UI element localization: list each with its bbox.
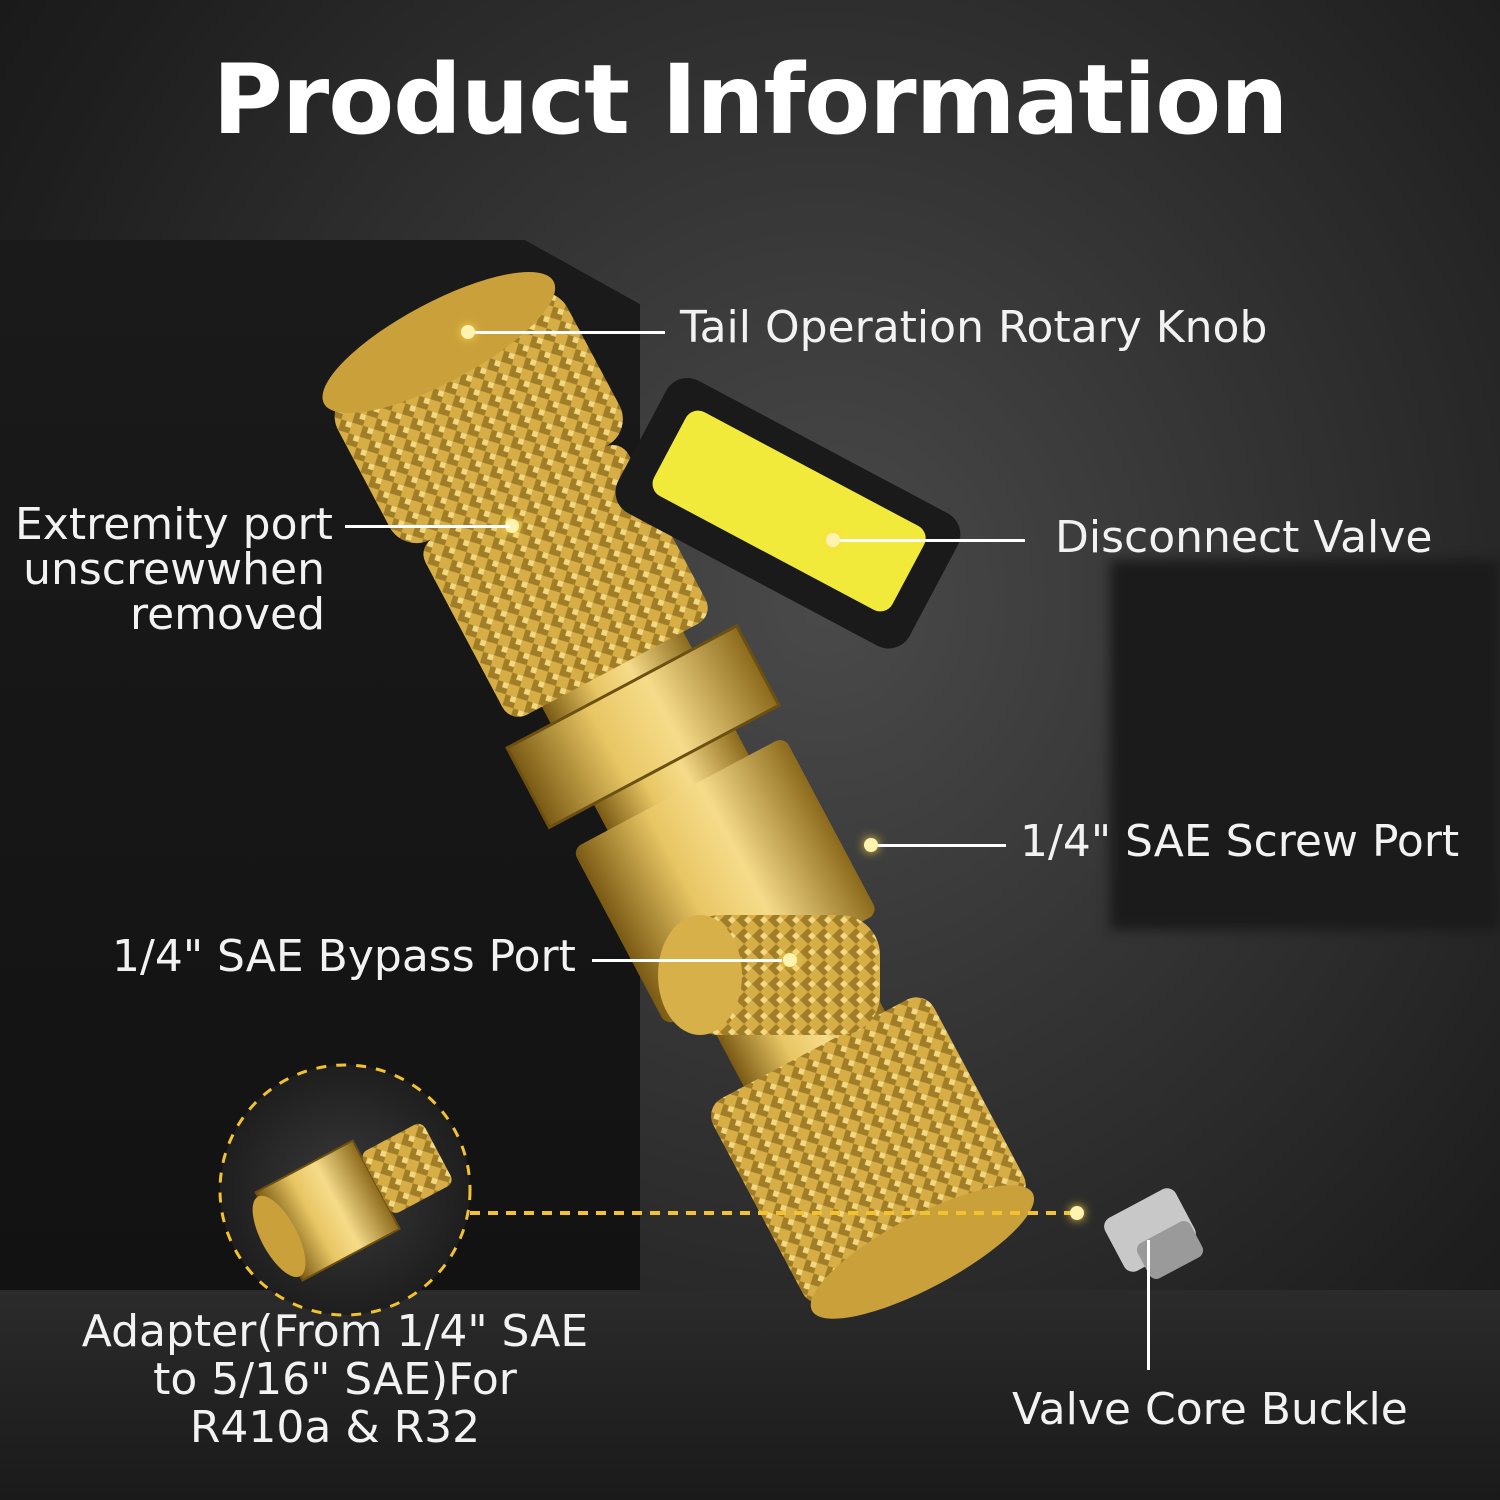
page-title: Product Information [212,44,1289,156]
label-bypass-port: 1/4" SAE Bypass Port [112,931,576,982]
callout-line-valve-core [1147,1240,1150,1370]
callout-dot-bypass-port [783,953,797,967]
label-adapter-line3: R410a & R32 [189,1402,481,1453]
label-adapter-line1: Adapter(From 1/4" SAE [81,1306,589,1357]
callout-dot-disconnect-valve [826,533,840,547]
adapter-inset [218,1063,472,1317]
callout-dot-screw-port [864,838,878,852]
callout-dot-adapter [1070,1206,1084,1220]
label-extremity-port-line2: unscrewwhen [23,544,325,595]
callout-line-bypass-port [592,959,782,962]
label-extremity-port-line3: removed [129,589,325,640]
bypass-port-shape [658,915,880,1035]
callout-dot-extremity-port [505,519,519,533]
label-adapter-line2: to 5/16" SAE)For [153,1354,517,1405]
main-body [322,272,1035,1319]
background-block-right [1110,560,1500,930]
callout-line-tail-knob [475,331,665,334]
callout-dot-tail-knob [461,325,475,339]
label-disconnect-valve: Disconnect Valve [1055,512,1433,563]
disconnect-valve-handle [615,378,961,649]
label-valve-core: Valve Core Buckle [1012,1384,1408,1435]
label-extremity-port-line1: Extremity port [15,499,333,550]
tail-knob-shape [334,292,623,544]
callout-line-screw-port [878,844,1006,847]
callout-line-extremity-port [345,525,510,528]
label-tail-knob: Tail Operation Rotary Knob [680,302,1268,353]
valve-core-pin [1104,1188,1204,1279]
callout-line-disconnect-valve [840,539,1025,542]
label-screw-port: 1/4" SAE Screw Port [1020,816,1460,867]
background-floor [0,1290,1500,1500]
